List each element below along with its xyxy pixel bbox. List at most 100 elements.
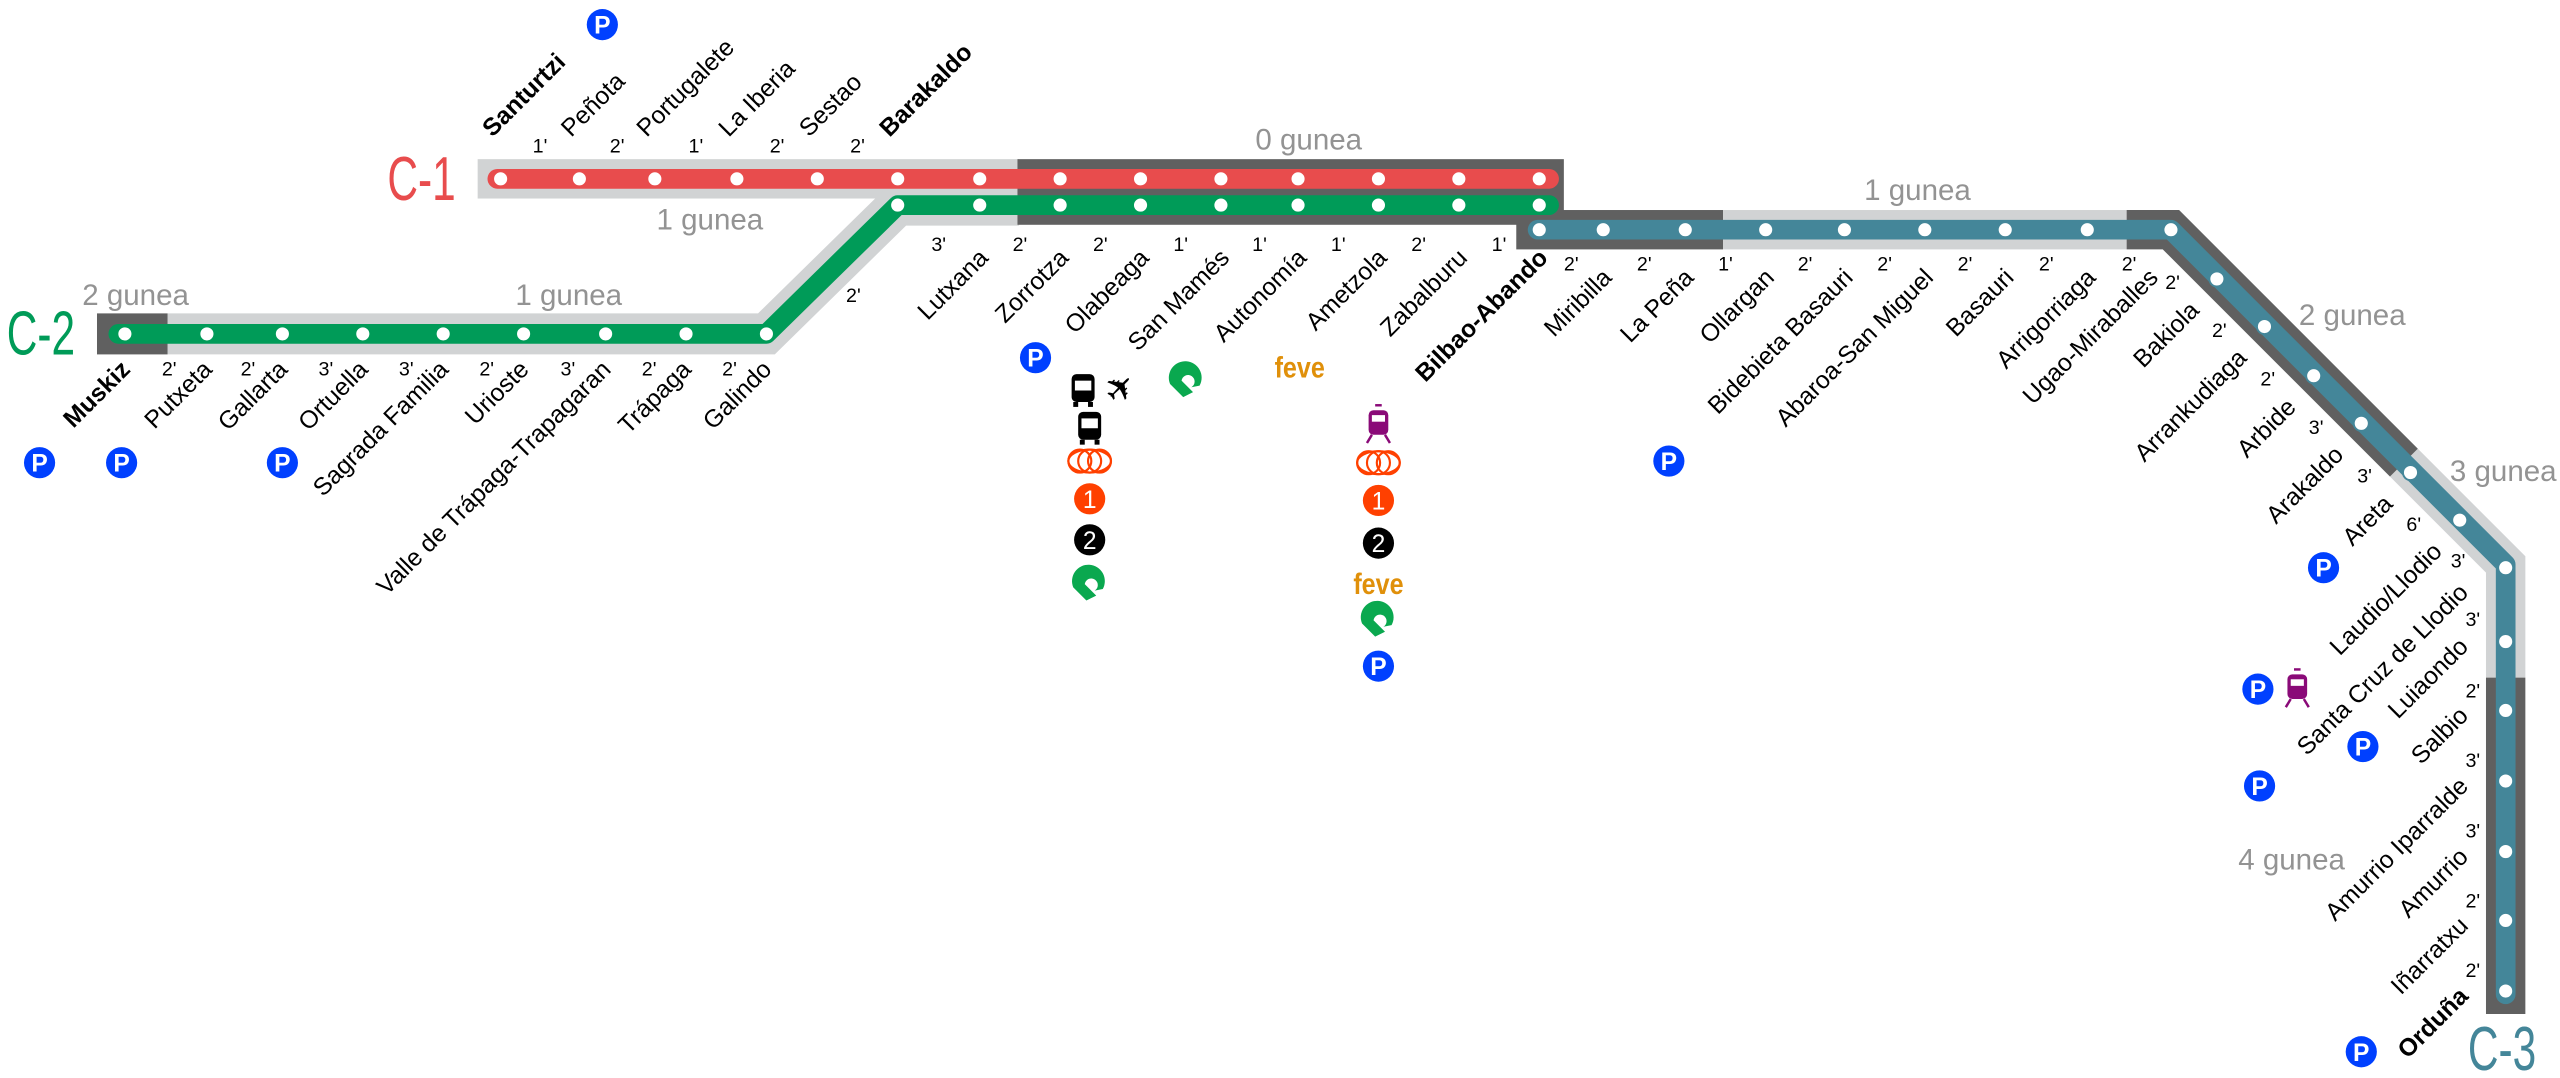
travel-time: 2' bbox=[642, 359, 657, 381]
zone-label: 1 gunea bbox=[1864, 174, 1971, 207]
station-dot bbox=[971, 196, 989, 214]
renfe-train-icon bbox=[2284, 668, 2310, 708]
station-dot bbox=[889, 170, 907, 188]
station-label-bakiola[interactable]: Bakiola bbox=[2129, 297, 2205, 373]
station-dot bbox=[1835, 221, 1853, 239]
station-dot bbox=[1450, 196, 1468, 214]
svg-text:P: P bbox=[1027, 346, 1043, 373]
station-dot bbox=[198, 325, 216, 343]
parking-icon: P bbox=[1362, 650, 1395, 682]
station-dot bbox=[1212, 196, 1230, 214]
travel-time: 1' bbox=[1718, 254, 1733, 276]
station-dot bbox=[2162, 221, 2180, 239]
station-label-lutxana[interactable]: Lutxana bbox=[913, 244, 994, 325]
station-label-galindo[interactable]: Galindo bbox=[698, 356, 777, 435]
travel-time: 1' bbox=[1252, 234, 1267, 256]
travel-time: 3' bbox=[2357, 465, 2372, 487]
travel-time: 2' bbox=[1411, 234, 1426, 256]
station-label-abaroa-san-miguel[interactable]: Abaroa-San Miguel bbox=[1771, 264, 1939, 432]
travel-time: 2' bbox=[846, 285, 861, 307]
station-dot bbox=[757, 325, 775, 343]
travel-time: 2' bbox=[2466, 890, 2481, 912]
zone-label: 4 gunea bbox=[2238, 844, 2345, 877]
station-label-bidebieta-basauri[interactable]: Bidebieta Basauri bbox=[1703, 264, 1858, 419]
station-dot bbox=[646, 170, 664, 188]
renfe-train-icon bbox=[1365, 404, 1391, 444]
zone-label: 0 gunea bbox=[1255, 123, 1362, 156]
station-dot bbox=[2078, 221, 2096, 239]
parking-icon: P bbox=[1653, 445, 1685, 477]
station-dot bbox=[2497, 772, 2515, 790]
station-dot bbox=[2497, 911, 2515, 930]
station-label-basauri[interactable]: Basauri bbox=[1941, 264, 2019, 342]
travel-time: 3' bbox=[399, 359, 414, 381]
zone-label: 1 gunea bbox=[515, 279, 622, 312]
station-label-santurtzi[interactable]: Santurtzi bbox=[478, 49, 572, 143]
station-dot bbox=[1530, 170, 1548, 188]
station-label-arbide[interactable]: Arbide bbox=[2232, 394, 2301, 463]
travel-time: 3' bbox=[2309, 417, 2324, 439]
station-label-areta[interactable]: Areta bbox=[2338, 490, 2399, 551]
travel-time: 2' bbox=[1013, 234, 1028, 256]
svg-text:P: P bbox=[2355, 735, 2371, 762]
station-label-putxeta[interactable]: Putxeta bbox=[140, 356, 218, 434]
station-label-pe-ota[interactable]: Peñota bbox=[556, 68, 630, 142]
line-label-c3: C-3 bbox=[2468, 1015, 2536, 1078]
airport-icon: ✈ bbox=[1095, 363, 1146, 414]
line-label-c2: C-2 bbox=[7, 299, 75, 368]
svg-text:P: P bbox=[2315, 556, 2331, 583]
station-label-la-iberia[interactable]: La Iberia bbox=[714, 55, 801, 142]
station-dot bbox=[1051, 170, 1069, 188]
station-label-zorrotza[interactable]: Zorrotza bbox=[990, 244, 1074, 328]
svg-text:1: 1 bbox=[1372, 488, 1386, 515]
travel-time: 2' bbox=[1093, 234, 1108, 256]
line-label-c1: C-1 bbox=[387, 145, 455, 214]
station-dot bbox=[1132, 170, 1150, 188]
station-dot bbox=[515, 325, 533, 343]
metro-line-2-icon: 2 bbox=[1074, 524, 1106, 556]
station-label-ortuella[interactable]: Ortuella bbox=[294, 356, 374, 436]
parking-icon: P bbox=[2347, 730, 2379, 763]
station-label-la-pe-a[interactable]: La Peña bbox=[1615, 264, 1699, 348]
svg-text:P: P bbox=[594, 13, 610, 40]
travel-time: 2' bbox=[162, 359, 177, 381]
station-dot bbox=[1450, 170, 1468, 188]
station-label-urioste[interactable]: Urioste bbox=[460, 356, 534, 430]
feve-icon: feve bbox=[1353, 567, 1403, 600]
station-label-i-arratxu[interactable]: Iñarratxu bbox=[2386, 912, 2474, 1000]
station-dot bbox=[2497, 982, 2515, 1000]
station-dot bbox=[2497, 843, 2515, 861]
parking-icon: P bbox=[1019, 342, 1052, 374]
svg-text:2: 2 bbox=[1372, 531, 1386, 558]
euskotren-icon bbox=[1168, 361, 1202, 398]
travel-time: 6' bbox=[2406, 514, 2421, 536]
station-dot bbox=[1132, 196, 1150, 214]
parking-icon: P bbox=[2307, 552, 2340, 584]
svg-text:P: P bbox=[2250, 677, 2266, 704]
travel-time: 3' bbox=[319, 359, 334, 381]
station-label-salbio[interactable]: Salbio bbox=[2406, 702, 2473, 769]
svg-text:P: P bbox=[274, 451, 290, 478]
travel-time: 2' bbox=[1877, 254, 1892, 276]
station-label-sestao[interactable]: Sestao bbox=[794, 69, 867, 142]
bus-icon bbox=[1071, 374, 1095, 407]
station-dot bbox=[116, 325, 134, 343]
station-dot bbox=[1369, 170, 1387, 188]
travel-time: 2' bbox=[770, 136, 785, 158]
parking-icon: P bbox=[106, 447, 138, 479]
travel-time: 3' bbox=[2466, 750, 2481, 772]
travel-time: 3' bbox=[561, 359, 576, 381]
station-label-barakaldo[interactable]: Barakaldo bbox=[875, 39, 978, 142]
svg-text:1: 1 bbox=[1083, 487, 1097, 514]
parking-icon: P bbox=[586, 9, 618, 41]
station-dot bbox=[1594, 221, 1612, 239]
station-dot bbox=[1757, 221, 1775, 239]
station-dot bbox=[1289, 170, 1307, 188]
travel-time: 3' bbox=[2466, 609, 2481, 631]
travel-time: 2' bbox=[2039, 254, 2054, 276]
station-label-arakaldo[interactable]: Arakaldo bbox=[2261, 441, 2349, 529]
parking-icon: P bbox=[266, 447, 298, 479]
